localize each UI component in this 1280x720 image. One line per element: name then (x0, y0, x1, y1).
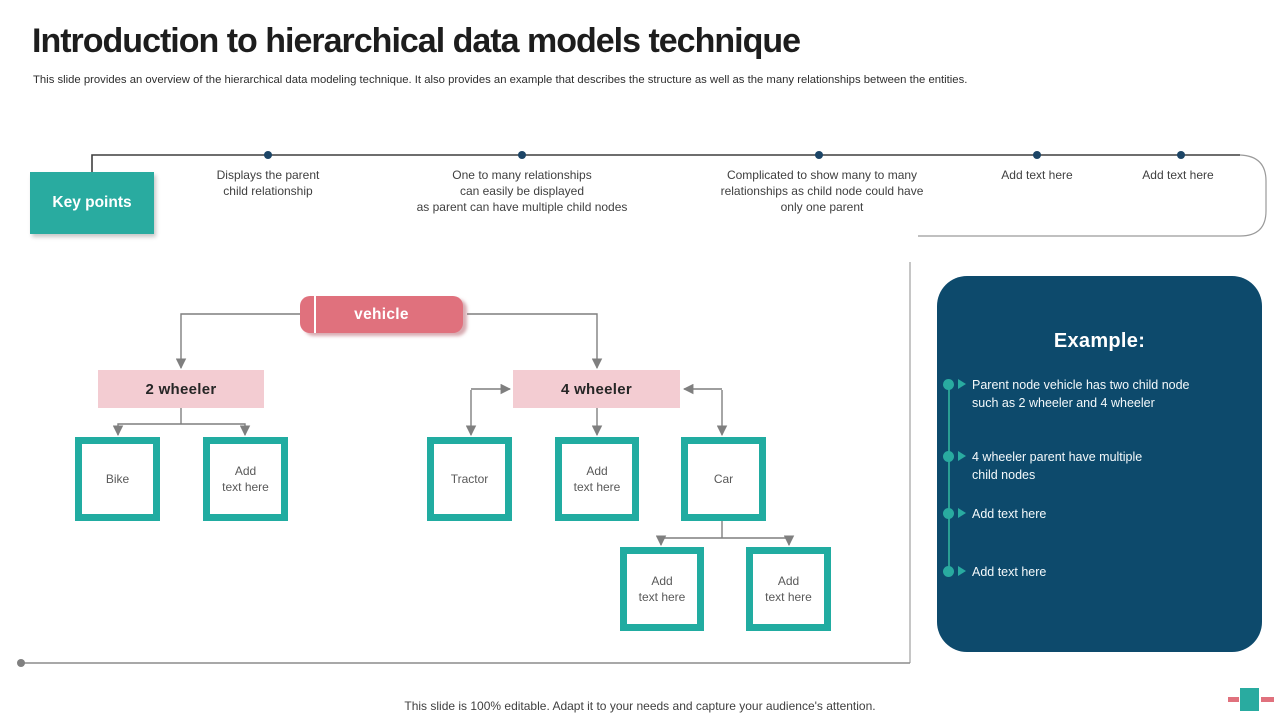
diagram-leaf-tractor: Tractor (427, 437, 512, 521)
diagram-leaf-placeholder-3: Add text here (620, 547, 704, 631)
diagram-leaf-bike: Bike (75, 437, 160, 521)
key-point-item-2: One to many relationships can easily be … (416, 168, 628, 215)
bullet-text: Add text here (972, 565, 1047, 579)
key-points-badge: Key points (30, 172, 154, 234)
bullet-text: 4 wheeler parent have multiple child nod… (972, 450, 1143, 482)
timeline-dot-icon (518, 151, 526, 159)
bullet-triangle-icon (958, 451, 966, 461)
bullet-text: Parent node vehicle has two child node s… (972, 378, 1190, 410)
bullet-triangle-icon (958, 508, 966, 518)
bullet-circle-icon (943, 508, 954, 519)
bullet-circle-icon (943, 566, 954, 577)
diagram-node-car: Car (681, 437, 766, 521)
bullet-text: Add text here (972, 507, 1047, 521)
key-points-label: Key points (52, 194, 132, 211)
example-bullet-1: Parent node vehicle has two child node s… (937, 376, 1262, 412)
diagram-leaf-placeholder-1: Add text here (203, 437, 288, 521)
bullet-connector-line (948, 384, 950, 572)
timeline-dot-icon (1033, 151, 1041, 159)
key-point-item-1: Displays the parent child relationship (216, 168, 320, 199)
example-heading: Example: (1053, 330, 1146, 352)
page-title: Introduction to hierarchical data models… (32, 22, 801, 60)
baseline-dot-icon (17, 659, 25, 667)
brand-logo-left-bar (1228, 697, 1239, 702)
example-panel: Example: Parent node vehicle has two chi… (937, 276, 1262, 652)
timeline-dot-icon (815, 151, 823, 159)
brand-logo-right-bar (1261, 697, 1274, 702)
diagram-node-2-wheeler: 2 wheeler (98, 370, 264, 408)
diagram-leaf-placeholder-2: Add text here (555, 437, 639, 521)
bullet-circle-icon (943, 379, 954, 390)
editable-note: This slide is 100% editable. Adapt it to… (404, 699, 876, 713)
key-point-item-4: Add text here (1001, 168, 1073, 182)
diagram-node-4-wheeler: 4 wheeler (513, 370, 680, 408)
bullet-triangle-icon (958, 379, 966, 389)
key-point-item-5: Add text here (1142, 168, 1214, 182)
example-bullet-4: Add text here (937, 563, 1262, 581)
key-point-item-3: Complicated to show many to many relatio… (720, 168, 924, 215)
example-bullet-3: Add text here (937, 505, 1262, 523)
diagram-leaf-placeholder-4: Add text here (746, 547, 831, 631)
diagram-root-node-vehicle: vehicle (300, 296, 463, 333)
brand-logo-square (1240, 688, 1259, 711)
page-subtitle: This slide provides an overview of the h… (33, 74, 968, 86)
timeline-dot-icon (264, 151, 272, 159)
bullet-circle-icon (943, 451, 954, 462)
example-bullet-2: 4 wheeler parent have multiple child nod… (937, 448, 1262, 484)
root-node-label: vehicle (354, 305, 409, 323)
bullet-triangle-icon (958, 566, 966, 576)
timeline-dot-icon (1177, 151, 1185, 159)
